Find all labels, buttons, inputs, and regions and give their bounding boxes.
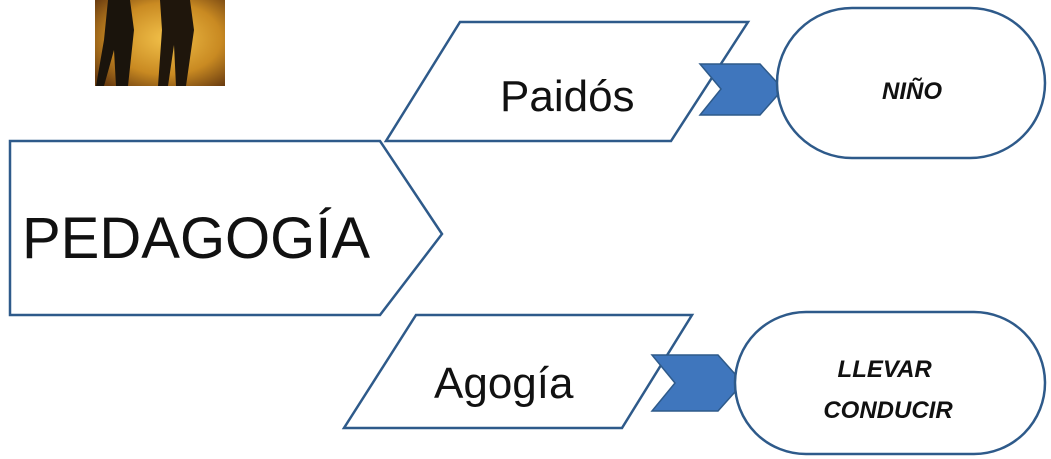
part-label-agogia: Agogía [434, 359, 574, 408]
meaning-text-paidos: NIÑO [882, 77, 942, 105]
meaning-text-agogia: LLEVAR CONDUCIR [823, 356, 953, 424]
meaning-line: NIÑO [882, 77, 942, 105]
root-chevron [8, 139, 444, 317]
part-label-paidos: Paidós [500, 72, 635, 121]
meaning-line: LLEVAR [838, 356, 933, 383]
arrow-agogia-to-meaning [650, 354, 745, 412]
person-silhouette-left [96, 0, 134, 86]
part-box-paidos [383, 20, 751, 143]
part-box-agogia [341, 313, 695, 430]
arrow-paidos-to-meaning [698, 63, 785, 116]
meaning-line: CONDUCIR [823, 397, 953, 424]
person-silhouette-right [158, 0, 194, 86]
meaning-box-agogia [733, 310, 1047, 456]
people-photo-thumbnail [95, 0, 225, 86]
meaning-box-paidos [775, 6, 1047, 160]
root-label: PEDAGOGÍA [22, 206, 370, 271]
